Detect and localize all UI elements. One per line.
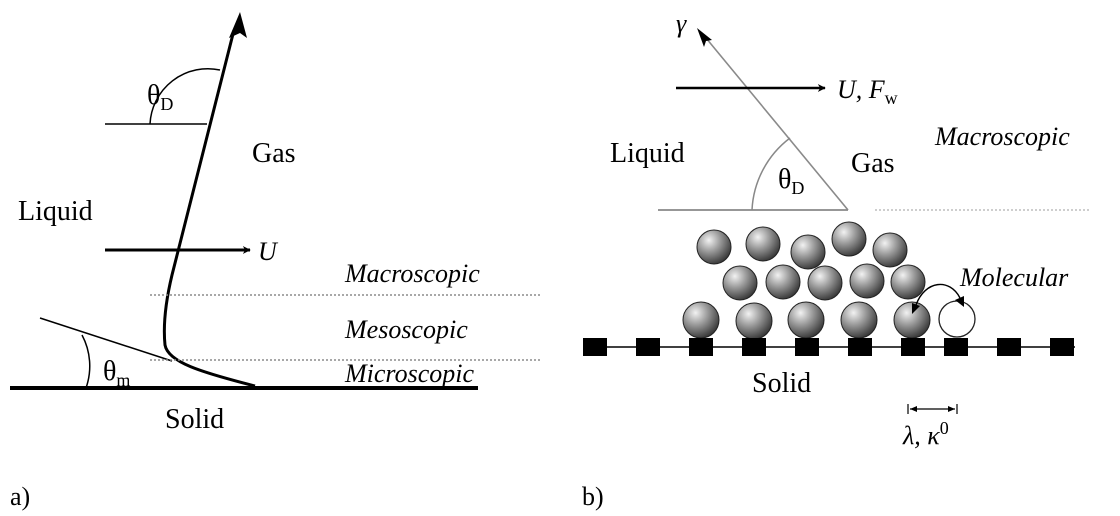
panel-b-spacing-label: λ, κ0: [902, 418, 949, 450]
molecule: [849, 263, 885, 299]
solid-site: [689, 338, 713, 356]
solid-site: [636, 338, 660, 356]
solid-site: [583, 338, 607, 356]
molecule: [787, 301, 825, 339]
panel-b: γ U, Fw Macroscopic Liquid Gas θD Molecu…: [582, 9, 1090, 511]
molecule: [831, 221, 867, 257]
panel-a-micro-angle-label: θm: [103, 356, 130, 390]
panel-a-macroscopic-label: Macroscopic: [344, 259, 480, 288]
panel-a-gas-label: Gas: [252, 138, 296, 169]
molecule: [696, 229, 732, 265]
molecule: [790, 234, 826, 270]
panel-a-microscopic-label: Microscopic: [344, 359, 474, 388]
panel-b-molecules: [682, 221, 976, 340]
panel-b-gas-label: Gas: [851, 148, 895, 179]
molecule: [682, 301, 720, 339]
panel-b-dynamic-angle-arc: [751, 137, 791, 211]
panel-b-hop-arc: [915, 283, 961, 306]
panel-b-dynamic-angle-label: θD: [778, 164, 804, 198]
panel-a-mesoscopic-label: Mesoscopic: [344, 315, 468, 344]
panel-a-interface-curve: [162, 29, 256, 388]
panel-a-liquid-label: Liquid: [18, 196, 93, 227]
panel-a-micro-tangent-line: [39, 317, 173, 362]
solid-site: [997, 338, 1021, 356]
panel-b-spacing-arrow-right: [948, 406, 955, 412]
panel-b-liquid-label: Liquid: [610, 138, 685, 169]
panel-b-molecular-label: Molecular: [959, 263, 1069, 292]
molecule: [890, 264, 926, 300]
panel-b-tension-label: γ: [676, 9, 687, 38]
molecule: [807, 265, 843, 301]
panel-a-caption: a): [10, 482, 30, 511]
molecule: [765, 264, 801, 300]
solid-site: [944, 338, 968, 356]
panel-b-macroscopic-label: Macroscopic: [934, 122, 1070, 151]
vacant-site: [938, 300, 976, 338]
solid-site: [848, 338, 872, 356]
panel-b-spacing-arrow-left: [910, 406, 917, 412]
panel-a: θD Gas Liquid U Macroscopic Mesoscopic M…: [10, 12, 540, 511]
panel-a-velocity-label: U: [258, 237, 279, 266]
molecule: [735, 302, 773, 340]
solid-site: [795, 338, 819, 356]
panel-a-interface-arrowhead: [229, 12, 247, 38]
panel-a-dynamic-angle-arc: [149, 67, 221, 125]
panel-b-caption: b): [582, 482, 604, 511]
panel-a-solid-label: Solid: [165, 404, 224, 435]
panel-b-solid-label: Solid: [752, 368, 811, 399]
panel-b-tension-line: [705, 37, 849, 211]
panel-b-hop-arrowhead-right: [955, 296, 964, 307]
panel-b-tension-arrowhead: [697, 28, 712, 47]
panel-a-micro-angle-arc: [81, 334, 91, 389]
panel-b-force-label: U, Fw: [837, 75, 898, 108]
molecule: [840, 301, 878, 339]
panel-a-dynamic-angle-label: θD: [147, 80, 173, 114]
panel-b-hop-arrowhead-left: [912, 303, 920, 314]
molecule: [745, 226, 781, 262]
molecule: [722, 265, 758, 301]
panel-b-solid-sites: [583, 338, 1074, 356]
molecule: [872, 232, 908, 268]
solid-site: [901, 338, 925, 356]
solid-site: [1050, 338, 1074, 356]
solid-site: [742, 338, 766, 356]
